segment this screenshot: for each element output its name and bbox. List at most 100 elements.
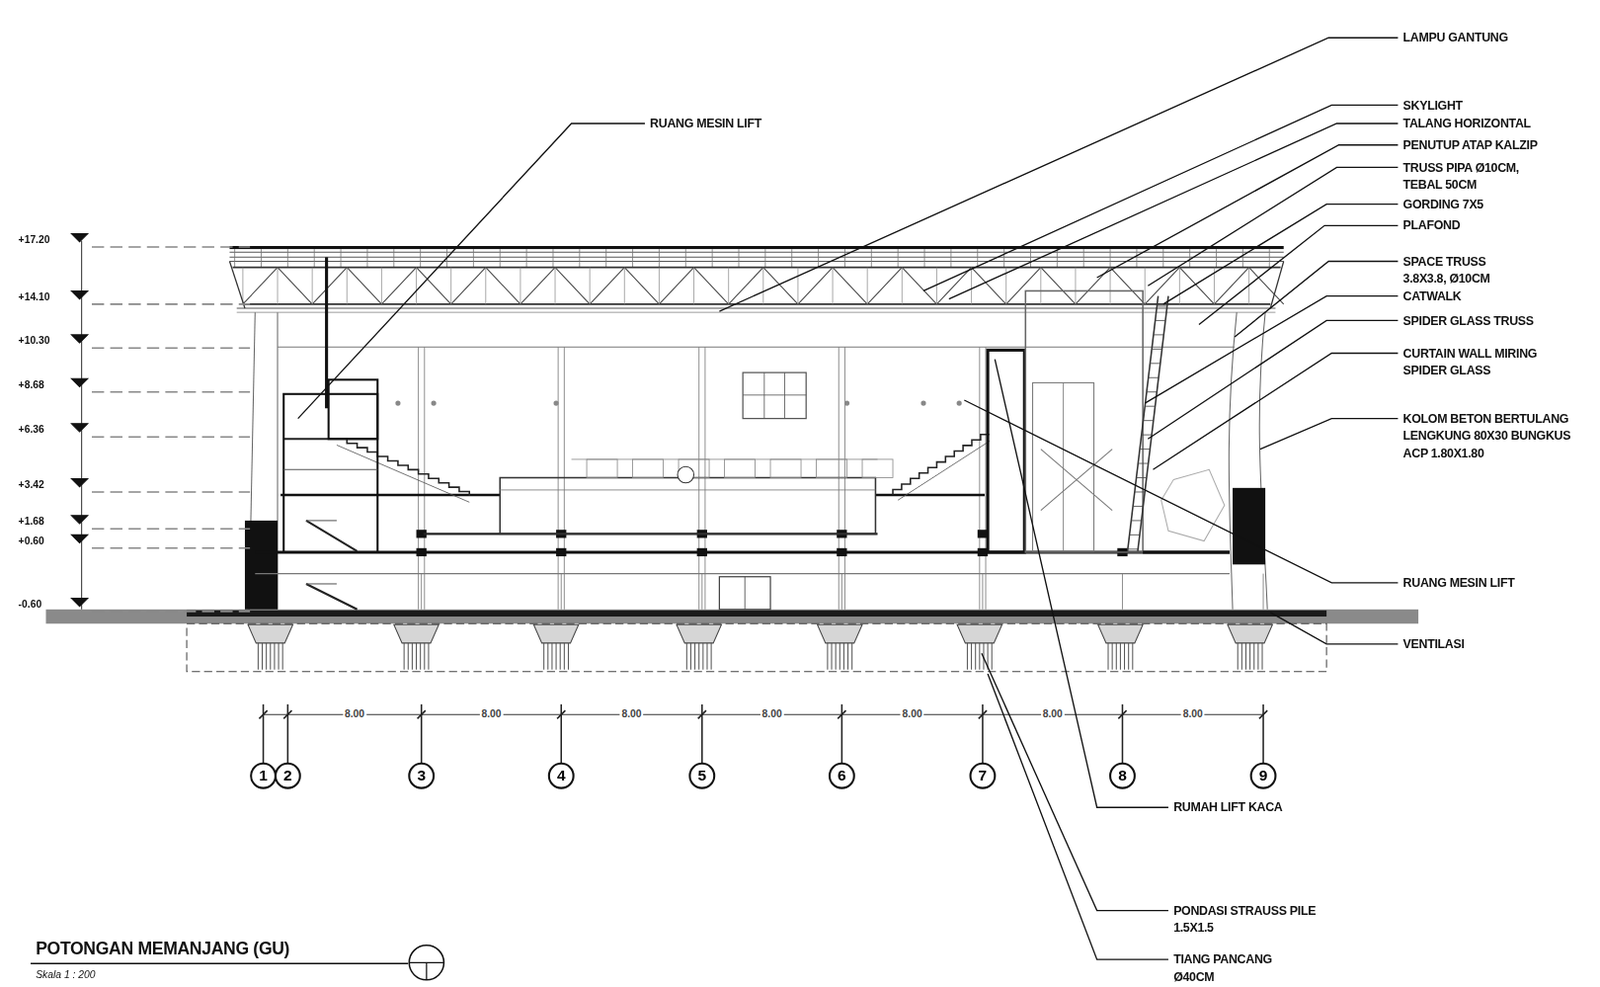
drawing-line [277, 267, 279, 305]
leader-line [1147, 166, 1398, 286]
drawing-path [71, 423, 88, 432]
drawing-rect [283, 394, 378, 553]
drawing-line [229, 251, 1283, 253]
leader-line [949, 123, 1399, 300]
drawing-line [1137, 463, 1148, 465]
dimension-label: 8.00 [1040, 708, 1065, 720]
dimension-label: 8.00 [479, 708, 503, 720]
section-symbol [408, 945, 444, 980]
drawing-line [411, 642, 413, 670]
grid-bubble: 4 [548, 762, 575, 790]
illustration [30, 37, 1419, 980]
drawing-line [1074, 267, 1076, 305]
drawing-line [1120, 642, 1121, 670]
drawing-path [1227, 624, 1273, 643]
drawing-line [419, 642, 421, 670]
drawing-rect [45, 609, 1419, 624]
grid-number: 6 [837, 767, 847, 785]
grid-bubble: 2 [274, 762, 302, 790]
drawing-line [1136, 477, 1147, 479]
drawing-rect [186, 610, 1327, 617]
light-dot [957, 400, 962, 406]
drawing-line [851, 642, 853, 670]
drawing-line [1121, 573, 1123, 610]
drawing-line [1144, 267, 1180, 305]
drawing-line [970, 642, 972, 670]
drawing-line [415, 642, 417, 670]
drawing-line [91, 610, 250, 613]
drawing-line [563, 642, 565, 670]
drawing-line [690, 642, 692, 670]
leader-line [987, 673, 1169, 960]
drawing-line [978, 710, 987, 719]
drawing-line [763, 267, 799, 305]
drawing-line [698, 642, 700, 670]
drawing-line [91, 245, 250, 248]
drawing-line [976, 248, 978, 268]
drawing-rect [499, 478, 876, 535]
drawing-line [1153, 333, 1164, 335]
grid-number: 5 [698, 767, 708, 785]
drawing-line [1245, 642, 1247, 670]
drawing-line [1110, 267, 1145, 305]
drawing-rect [724, 459, 756, 479]
drawing-line [258, 710, 267, 719]
drawing-rect [987, 349, 1025, 553]
drawing-line [936, 267, 938, 305]
leader-line [1260, 418, 1398, 450]
drawing-rect [742, 372, 806, 418]
drawing-line [970, 267, 972, 305]
drawing-line [1144, 405, 1155, 407]
drawing-line [966, 642, 968, 670]
drawing-line [971, 267, 1007, 305]
drawing-line [1269, 248, 1271, 268]
drawing-line [1083, 248, 1085, 268]
drawing-line [950, 248, 952, 268]
drawing-line [1134, 490, 1145, 492]
dimension-label: 8.00 [1181, 708, 1205, 720]
drawing-line [366, 248, 368, 268]
drawing-line [742, 394, 806, 396]
drawing-path [892, 434, 990, 495]
drawing-line [1110, 267, 1112, 305]
drawing-line [278, 642, 280, 670]
drawing-line [897, 248, 899, 268]
drawing-line [1143, 419, 1154, 421]
drawing-line [685, 248, 687, 268]
drawing-line [314, 248, 316, 268]
drawing-line [1242, 248, 1244, 268]
leader-line [963, 400, 1398, 583]
drawing-line [91, 435, 250, 438]
drawing-line [499, 488, 876, 490]
drawing-line [1162, 248, 1164, 268]
drawing-path [1161, 469, 1225, 541]
drawing-line [686, 642, 688, 670]
drawing-line [762, 267, 764, 305]
dimension-label: 8.00 [342, 708, 367, 720]
drawing-line [1179, 267, 1214, 305]
drawing-line [381, 267, 383, 305]
drawing-path [71, 234, 88, 242]
callout-label: RUMAH LIFT KACA [1173, 799, 1282, 817]
drawing-rect [1033, 382, 1095, 551]
drawing-line [701, 573, 703, 610]
drawing-line [265, 642, 267, 670]
drawing-line [1129, 534, 1140, 536]
drawing-line [624, 267, 659, 305]
drawing-line [712, 248, 714, 268]
callout-label: RUANG MESIN LIFT [1403, 574, 1516, 593]
drawing-line [744, 576, 746, 610]
drawing-line [242, 303, 1271, 306]
drawing-line [978, 346, 980, 610]
drawing-line [30, 962, 408, 965]
drawing-line [728, 267, 764, 305]
grid-number: 4 [557, 767, 566, 785]
drawing-line [473, 248, 475, 268]
drawing-line [1062, 382, 1064, 551]
drawing-line [1123, 642, 1125, 670]
drawing-line [1040, 449, 1113, 511]
callout-label: PENUTUP ATAP KALZIP [1403, 136, 1538, 155]
drawing-line [658, 248, 660, 268]
drawing-line [844, 248, 846, 268]
